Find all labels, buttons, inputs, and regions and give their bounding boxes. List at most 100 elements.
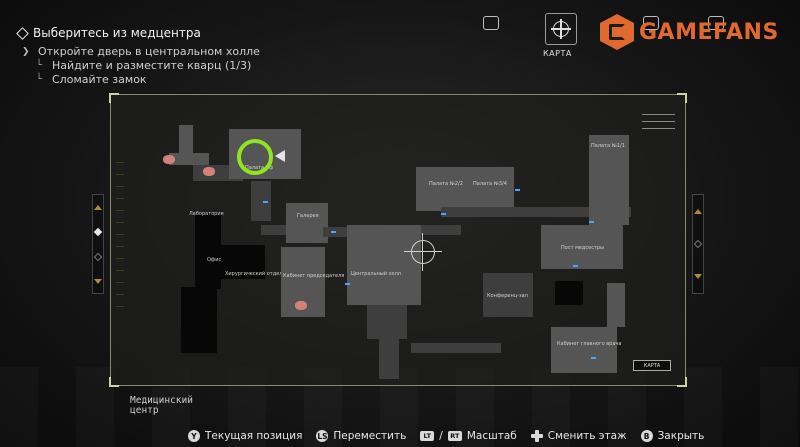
frame-corner [109, 93, 119, 103]
room-label: Офис [207, 257, 222, 263]
objective-main-label: Выберитесь из медцентра [33, 26, 201, 40]
inventory-tab-icon[interactable] [643, 16, 659, 30]
door-marker [515, 189, 520, 191]
control-label: Масштаб [466, 430, 517, 442]
right-trigger-icon: RT [447, 431, 462, 441]
room-label: Пост медсестры [561, 245, 604, 251]
objective-task-label: Найдите и разместите кварц (1/3) [52, 59, 252, 72]
lock-item-icon[interactable] [163, 155, 175, 164]
room-corridor [441, 207, 631, 217]
frame-corner [109, 377, 119, 387]
door-marker [345, 283, 350, 285]
map-legend [619, 111, 675, 132]
control-label: Сменить этаж [547, 430, 627, 442]
settings-tab-icon[interactable] [708, 16, 724, 30]
room-dark [181, 287, 217, 353]
objective-task-label: Сломайте замок [52, 73, 147, 86]
control-change-floor[interactable]: Сменить этаж [530, 430, 627, 442]
lock-item-icon[interactable] [203, 167, 215, 176]
objective-task: └ Сломайте замок [36, 73, 318, 87]
room-corridor [411, 343, 501, 353]
door-marker [591, 357, 596, 359]
button-b-icon: B [640, 430, 653, 442]
room-stairs [179, 125, 193, 155]
button-y-icon: Y [188, 430, 200, 442]
map-tab-label: КАРТА [543, 49, 572, 58]
room-label: Палата №2/2 [429, 181, 463, 187]
room-nurse-post [541, 225, 623, 269]
objective-sub-label: Откройте дверь в центральном холле [38, 45, 260, 58]
floor-selector[interactable] [92, 194, 104, 294]
door-marker [573, 265, 578, 267]
room-corridor [169, 153, 209, 165]
area-name-label: Медицинский центр [130, 395, 193, 416]
compass-icon [551, 19, 571, 39]
room-label: Кабинет главного врача [557, 341, 622, 347]
room-conference [483, 273, 533, 317]
objective-marker-ring[interactable] [237, 139, 273, 175]
room-stairs-south [379, 339, 399, 379]
room-corridor [421, 225, 461, 235]
room-label: Палата №3/4 [473, 181, 507, 187]
control-zoom[interactable]: LT / RT Масштаб [420, 430, 517, 442]
brand-text: GAMEFANS [639, 19, 779, 45]
room-ward-north [589, 135, 629, 225]
left-stick-icon: LS [316, 430, 329, 442]
lock-item-icon[interactable] [295, 301, 307, 310]
room-label: Центральный холл [351, 271, 401, 277]
map-view[interactable]: Палата 8ф Офис Лаборатория Хирургический… [88, 84, 708, 404]
room-corridor [323, 227, 351, 237]
crosshair-cursor-icon [404, 233, 442, 271]
floor-up-icon[interactable] [94, 204, 102, 210]
brand-logo-icon [600, 14, 634, 50]
controls-bar: Y Текущая позиция LS Переместить LT / RT… [188, 429, 704, 443]
zoom-rail[interactable] [692, 194, 704, 294]
door-marker [331, 231, 336, 233]
map-mode-button[interactable]: КАРТА [633, 360, 671, 371]
room-label: Лаборатория [189, 211, 224, 217]
legend-row [619, 125, 675, 132]
map-frame[interactable]: Палата 8ф Офис Лаборатория Хирургический… [109, 93, 687, 387]
objective-task: └ Найдите и разместите кварц (1/3) [36, 59, 318, 73]
legend-row [619, 111, 675, 118]
floor-other-icon[interactable] [93, 252, 103, 261]
objectives-panel: Выберитесь из медцентра ❯ Откройте дверь… [16, 26, 318, 87]
control-separator: / [439, 430, 443, 442]
door-marker [441, 213, 446, 215]
tree-branch-icon: └ [36, 74, 43, 85]
room-dark [555, 281, 583, 305]
zoom-in-icon[interactable] [694, 208, 702, 214]
room-chief-office [551, 327, 617, 373]
control-close[interactable]: B Закрыть [640, 430, 704, 442]
control-label: Текущая позиция [205, 430, 303, 442]
room-corridor [251, 181, 271, 221]
room-office [195, 213, 221, 289]
zoom-level-icon [693, 239, 703, 249]
left-trigger-icon: LT [420, 431, 435, 441]
room-wards [416, 167, 514, 211]
frame-corner [677, 93, 687, 103]
door-marker [263, 201, 268, 203]
room-label: Конференц-зал [487, 293, 528, 299]
room-central-hall [347, 225, 421, 305]
tree-branch-icon: └ [36, 60, 43, 71]
brand-watermark: GAMEFANS [600, 14, 779, 50]
objective-diamond-icon [16, 26, 29, 40]
room-south-hall [367, 305, 407, 339]
room-label: Палата №1/1 [591, 143, 625, 149]
objective-sub: ❯ Откройте дверь в центральном холле [22, 45, 318, 59]
room-surgery [221, 245, 265, 279]
dpad-icon [530, 430, 543, 442]
map-tab[interactable] [545, 13, 577, 45]
control-label: Переместить [333, 430, 407, 442]
room-label: Хирургический отдел [225, 271, 283, 277]
frame-corner [677, 377, 687, 387]
chevron-right-icon: ❯ [22, 47, 30, 57]
control-move[interactable]: LS Переместить [316, 430, 406, 442]
zoom-out-icon[interactable] [694, 274, 702, 280]
room-label: Галерея [297, 213, 319, 219]
control-current-position[interactable]: Y Текущая позиция [188, 430, 302, 442]
player-position-icon [275, 150, 285, 162]
floor-down-icon[interactable] [94, 278, 102, 284]
files-tab-icon[interactable] [483, 16, 499, 30]
